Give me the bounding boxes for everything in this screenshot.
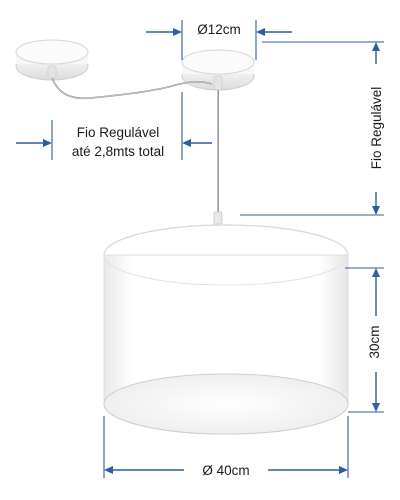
arrow-right-icon xyxy=(339,466,348,474)
arrow-left-icon xyxy=(104,466,113,474)
shade-diameter-label: Ø 40cm xyxy=(202,463,249,478)
vertical-cord-label: Fio Regulável xyxy=(369,87,384,170)
vertical-cord-dimension: Fio Regulável xyxy=(240,41,384,216)
arrow-left-icon xyxy=(256,28,265,36)
drum-shade xyxy=(103,224,349,435)
left-canopy xyxy=(15,39,89,81)
arrow-right-icon xyxy=(43,139,52,147)
arrow-up-icon xyxy=(372,42,380,51)
arrow-down-icon xyxy=(372,206,380,215)
shade-diameter-dimension: Ø 40cm xyxy=(103,416,349,478)
cord-length-label-line2: até 2,8mts total xyxy=(72,144,164,159)
right-canopy xyxy=(181,49,255,91)
pendant-cord xyxy=(213,90,223,225)
power-cord xyxy=(51,77,213,100)
arrow-right-icon xyxy=(173,28,182,36)
cord-length-dimension: Fio Regulável até 2,8mts total xyxy=(16,92,212,160)
arrow-down-icon xyxy=(372,403,380,412)
arrow-left-icon xyxy=(182,139,191,147)
shade-height-dimension: 30cm xyxy=(345,267,384,413)
arrow-up-icon xyxy=(372,268,380,277)
cord-length-label-line1: Fio Regulável xyxy=(77,125,160,140)
canopy-diameter-dimension: Ø12cm xyxy=(146,20,292,60)
shade-height-label: 30cm xyxy=(367,325,382,358)
canopy-diameter-label: Ø12cm xyxy=(197,22,241,37)
